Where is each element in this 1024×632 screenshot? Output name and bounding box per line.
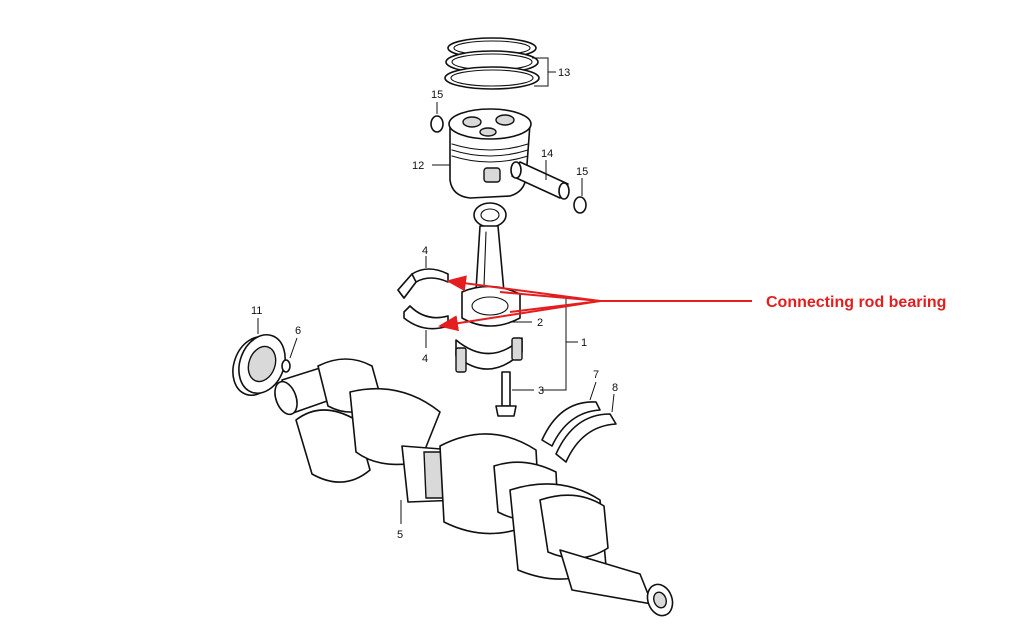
part-number-4-upper: 4 (422, 245, 428, 257)
part-number-8: 8 (612, 382, 618, 394)
part-number-12: 12 (412, 160, 424, 172)
part-number-5: 5 (397, 529, 403, 541)
part-number-15-right: 15 (576, 166, 588, 178)
oil-seal (232, 318, 286, 396)
piston-pin (510, 160, 570, 200)
part-number-3: 3 (538, 385, 544, 397)
crankshaft (274, 358, 674, 617)
bearing-shell-upper (397, 256, 449, 299)
bearing-callout: Connecting rod bearing (438, 275, 946, 332)
part-number-14: 14 (541, 148, 553, 160)
part-number-11: 11 (251, 305, 262, 317)
part-number-4-lower: 4 (422, 353, 428, 365)
snap-ring-left (430, 115, 444, 133)
bearing-shell-lower (403, 305, 449, 348)
snap-ring-right (573, 196, 587, 214)
part-number-7: 7 (593, 369, 599, 381)
callout-branch-rod (499, 291, 601, 302)
dowel-pin (281, 337, 298, 373)
rod-bolt (495, 371, 534, 417)
part-number-15-left: 15 (431, 89, 443, 101)
piston (432, 108, 532, 199)
part-number-2: 2 (537, 317, 543, 329)
piston-rings (444, 37, 556, 90)
part-number-6: 6 (295, 325, 301, 337)
thrust-washers (541, 381, 617, 463)
connecting-rod (461, 202, 521, 327)
callout-label: Connecting rod bearing (766, 294, 946, 311)
connecting-rod-cap (455, 337, 523, 373)
callout-branch-rod-lower (509, 300, 601, 313)
part-number-13: 13 (558, 67, 570, 79)
part-number-1: 1 (581, 337, 587, 349)
callout-arrow-upper (446, 275, 601, 302)
